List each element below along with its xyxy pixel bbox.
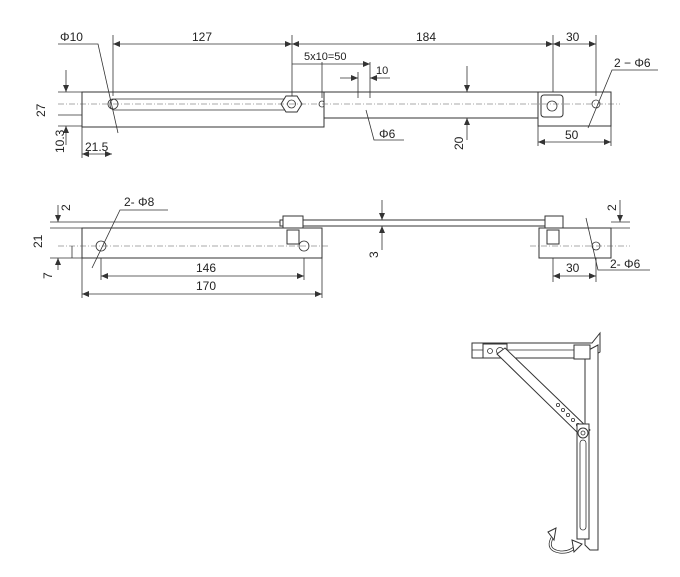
pivot-block	[540, 94, 564, 118]
rotation-arrow-icon	[547, 527, 583, 554]
dim-10: 10	[376, 65, 388, 77]
dim-2-phi8: 2- Φ8	[124, 195, 155, 209]
dim-30-bottom: 30	[566, 261, 580, 275]
dim-127: 127	[192, 30, 212, 44]
dim-21: 21	[31, 234, 45, 248]
dim-27: 27	[34, 103, 48, 117]
dim-170: 170	[196, 279, 216, 293]
dim-20: 20	[452, 136, 466, 150]
side-view: 2 21 7 2- Φ8 146 170 3 2 30 2- Φ6	[31, 195, 650, 298]
dim-184: 184	[416, 30, 436, 44]
dim-50: 50	[565, 128, 579, 142]
iso-view	[471, 331, 601, 554]
left-plate	[81, 227, 323, 259]
dim-2-phi6-b: 2- Φ6	[610, 257, 641, 271]
iso-diagonal-arm	[496, 347, 591, 438]
dim-146: 146	[196, 261, 216, 275]
left-arm	[81, 91, 325, 128]
dim-2-right: 2	[605, 204, 619, 211]
iso-slotted-arm	[576, 423, 590, 540]
dim-2-phi6: 2 − Φ6	[614, 56, 651, 70]
right-arm	[323, 91, 555, 119]
dim-2-left: 2	[59, 204, 73, 211]
dim-30-top: 30	[566, 30, 580, 44]
dim-phi6: Φ6	[379, 127, 396, 141]
dim-5x10: 5x10=50	[304, 51, 347, 63]
dim-21-5: 21.5	[85, 140, 109, 154]
dim-10-3: 10.3	[53, 129, 67, 153]
dim-3: 3	[367, 251, 381, 258]
dim-7: 7	[41, 272, 55, 279]
top-view: 127 184 30 Φ10 5x10=50 10 Φ6 27 10.	[34, 30, 658, 158]
dim-phi10: Φ10	[60, 30, 83, 44]
long-bar	[279, 219, 551, 227]
pivot-bolt	[282, 215, 304, 229]
